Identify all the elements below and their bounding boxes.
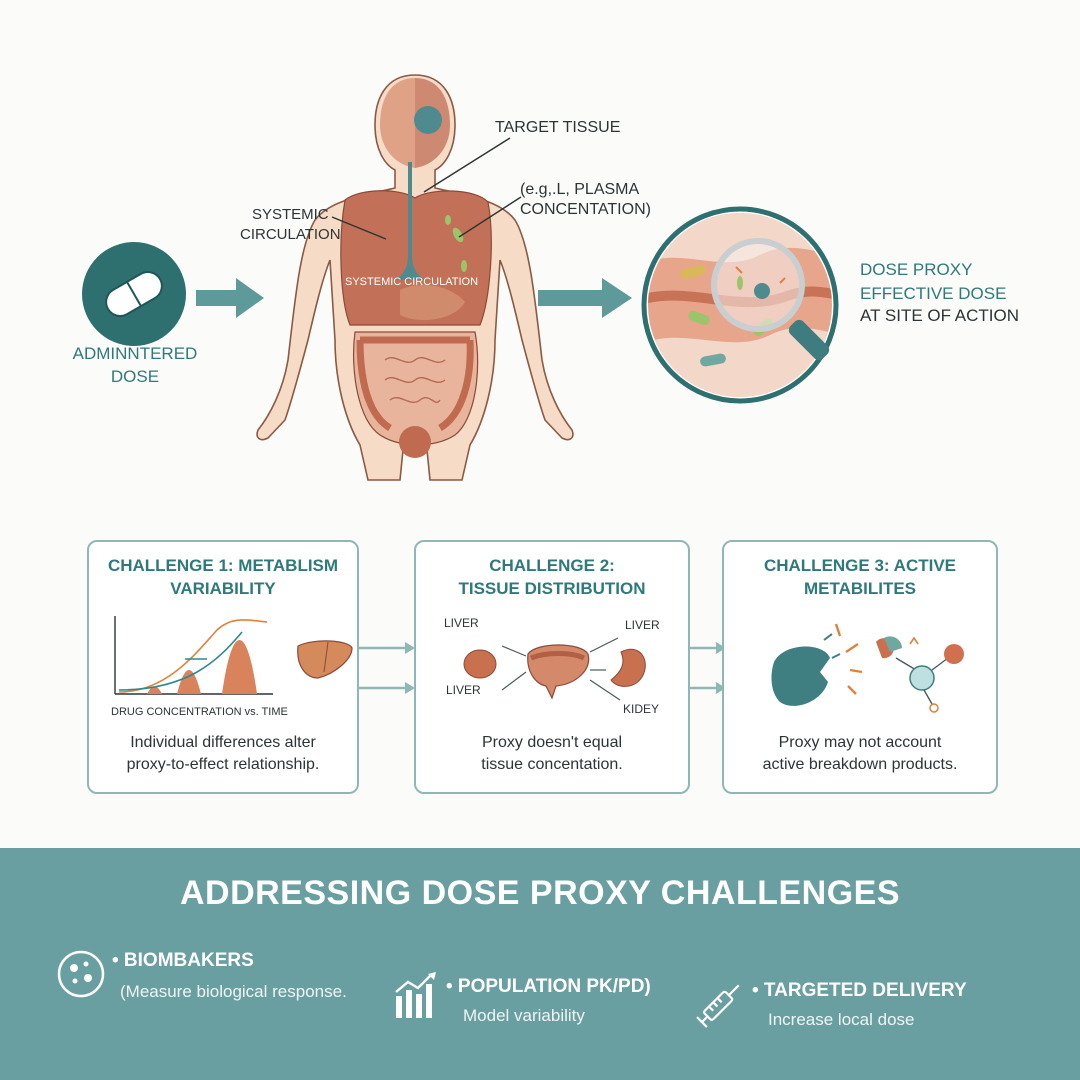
organ-label-liver-1: LIVER	[444, 616, 479, 630]
target-tissue-pointer	[420, 136, 520, 200]
strategy-3-heading: • TARGETED DELIVERY	[752, 980, 967, 1001]
graph-caption: DRUG CONCENTRATION vs. TIME	[111, 706, 288, 718]
challenge-1-title: CHALLENGE 1: METABLISM VARIABILITY	[107, 556, 339, 598]
arrow-dose-to-body	[196, 276, 266, 324]
challenge-2-description: Proxy doesn't equal tissue concentation.	[481, 734, 623, 773]
challenge-3-description: Proxy may not account active breakdown p…	[762, 734, 958, 773]
connector-arrow-2	[690, 640, 730, 704]
concentration-time-graph	[107, 612, 277, 706]
systemic-circulation-label: SYSTEMIC CIRCULATION	[240, 206, 341, 243]
strategy-3-description: Increase local dose	[768, 1010, 915, 1029]
plasma-pointer	[455, 195, 525, 244]
syringe-icon	[692, 974, 750, 1036]
challenge-card-2: CHALLENGE 2: TISSUE DISTRIBUTION LIVER L…	[414, 540, 690, 794]
strategy-2-description: Model variability	[463, 1006, 585, 1025]
organ-label-liver-3: LIVER	[625, 618, 660, 632]
bar-chart-icon	[392, 972, 438, 1024]
arrow-body-to-site	[538, 276, 634, 324]
strategies-panel: ADDRESSING DOSE PROXY CHALLENGES • BIOMB…	[0, 848, 1080, 1080]
cell-icon	[55, 948, 107, 1004]
pill-icon	[80, 240, 188, 348]
connector-arrow-1	[357, 640, 417, 704]
strategy-1-description: (Measure biological response.	[120, 982, 347, 1001]
strategies-title: ADDRESSING DOSE PROXY CHALLENGES	[179, 874, 901, 912]
challenge-3-title: CHALLENGE 3: ACTIVE METABILITES	[763, 556, 957, 598]
plasma-concentration-label: (e.g,.L, PLASMA CONCENTATION)	[520, 181, 651, 218]
strategy-2-heading: • POPULATION PK/PD)	[446, 976, 651, 997]
effective-dose-label: EFFECTIVE DOSE	[860, 284, 1007, 303]
organ-label-kidney: KIDEY	[623, 702, 660, 716]
liver-icon	[294, 638, 354, 684]
administered-dose-label: ADMINNTERED DOSE	[72, 344, 198, 386]
organ-label-liver-2: LIVER	[446, 683, 481, 697]
magnified-tissue-view	[640, 205, 860, 405]
challenge-2-title: CHALLENGE 2: TISSUE DISTRIBUTION	[458, 556, 646, 598]
challenge-card-3: CHALLENGE 3: ACTIVE METABILITES Proxy ma…	[722, 540, 998, 794]
challenge-1-description: Individual differences alter proxy-to-ef…	[126, 734, 320, 773]
tissue-distribution-diagram	[456, 632, 656, 706]
target-tissue-label: TARGET TISSUE	[495, 119, 621, 136]
systemic-circulation-body-label: SYSTEMIC CIRCULATION	[345, 276, 479, 288]
site-of-action-label: AT SITE OF ACTION	[860, 306, 1020, 325]
dose-proxy-label: DOSE PROXY	[860, 260, 973, 279]
strategy-1-heading: • BIOMBAKERS	[112, 950, 254, 971]
challenge-card-1: CHALLENGE 1: METABLISM VARIABILITY DRUG …	[87, 540, 359, 794]
human-body-figure	[250, 70, 580, 485]
systemic-pointer	[330, 215, 390, 249]
metabolites-diagram	[764, 622, 974, 726]
